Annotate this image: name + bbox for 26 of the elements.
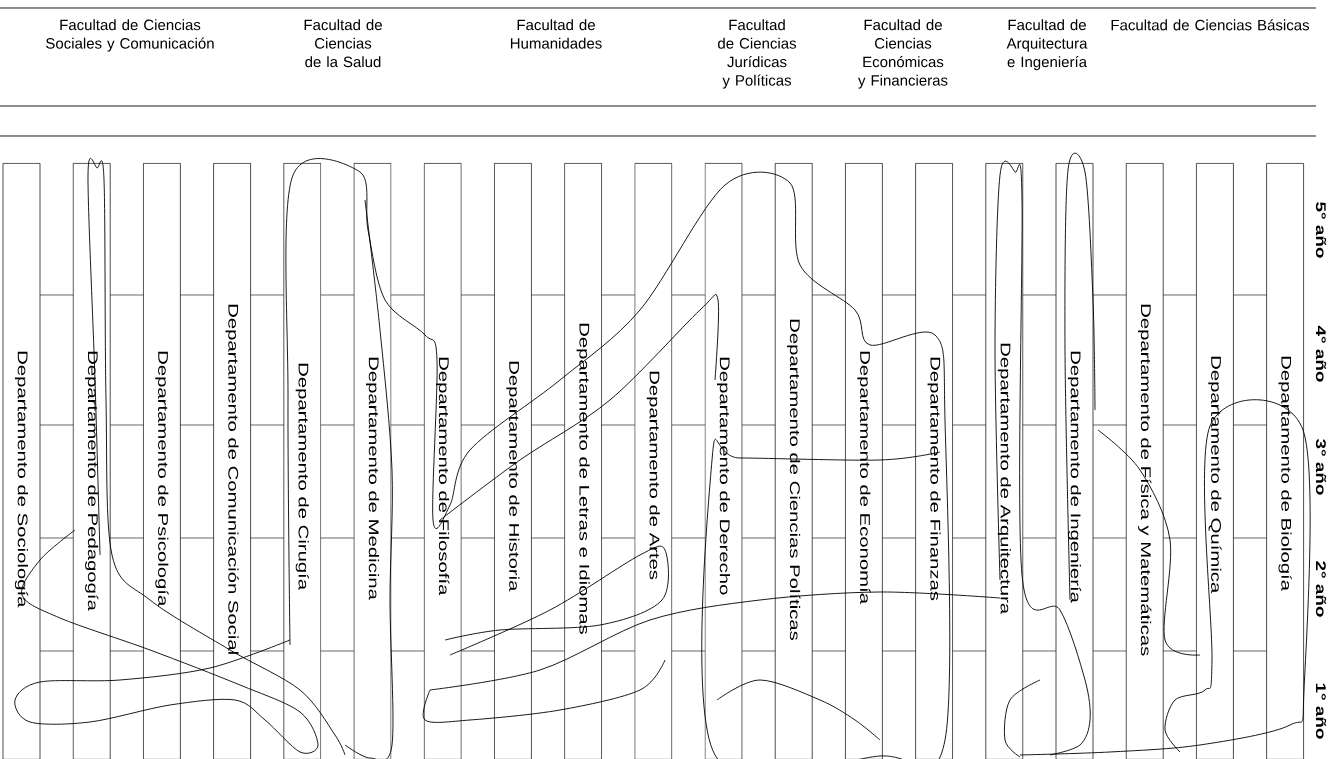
faculty-heading: Facultad de Ciencias Básicas (1111, 19, 1310, 31)
department-bar: Departamento de Arquitectura (985, 163, 1024, 759)
department-bar: Departamento de Psicología (143, 163, 181, 759)
department-bar: Departamento de Biología (1266, 163, 1304, 759)
department-bar: Departamento de Física y Matemáticas (1125, 163, 1164, 759)
department-bar: Departamento de Artes (634, 163, 673, 759)
department-bar: Departamento de Química (1196, 163, 1234, 759)
department-bar: Departamento de Economía (845, 163, 883, 759)
department-bar: Departamento de Ciencias Políticas (774, 163, 813, 759)
faculty-heading: Facultad de Humanidades (510, 19, 602, 49)
faculty-heading: Facultad de Ciencias Sociales y Comunicación (46, 19, 214, 52)
department-bar: Departamento de Medicina (353, 163, 392, 759)
department-bar: Departamento de Filosofía (423, 163, 462, 759)
department-bar: Departamento de Comunicación Social (213, 163, 251, 759)
department-bar: Departamento de Ingeniería (1055, 163, 1094, 759)
faculty-heading: Facultad de Ciencias Jurídicas y Políticas (718, 19, 797, 89)
department-bar: Departamento de Cirugía (283, 163, 322, 759)
faculty-heading: Facultad de Ciencias Económicas y Financieras (858, 19, 948, 89)
faculty-heading: Facultad de Arquitectura e Ingeniería (1006, 19, 1088, 71)
department-bar: Departamento de Finanzas (915, 163, 953, 759)
department-bar: Departamento de Letras e Idiomas (564, 163, 602, 759)
department-bar: Departamento de Derecho (704, 163, 743, 759)
faculty-heading: Facultad de Ciencias de la Salud (304, 19, 382, 68)
department-bar: Departamento de Pedagogía (72, 163, 111, 759)
department-bar: Departamento de Historia (494, 163, 532, 759)
department-bar: Departamento de Sociología (2, 163, 41, 759)
